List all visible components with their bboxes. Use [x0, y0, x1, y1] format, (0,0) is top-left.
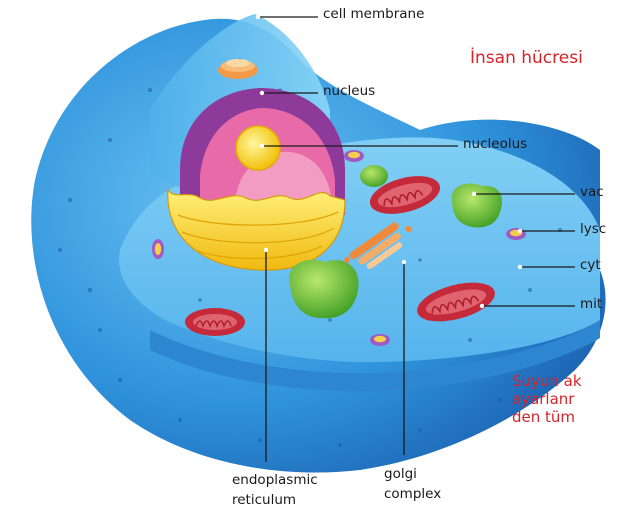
label-golgi-complex: golgi complex — [384, 464, 441, 504]
label-lysosome: lysc — [580, 223, 606, 237]
label-endoplasmic-reticulum: endoplasmic reticulum — [232, 470, 318, 510]
lysosome-1 — [344, 150, 364, 162]
side-text-line-2: ayarlanr — [512, 390, 582, 408]
label-nucleolus: nucleolus — [463, 138, 527, 152]
page-title: İnsan hücresi — [470, 50, 583, 67]
label-vacuole: vac — [580, 186, 604, 200]
mitochondrion-3 — [185, 308, 245, 336]
lysosome-4 — [152, 239, 164, 259]
vacuole-right — [452, 184, 502, 228]
side-text-line-1: Suyun ak — [512, 372, 582, 390]
vacuole-small — [360, 165, 388, 187]
label-er-line-1: endoplasmic — [232, 470, 318, 490]
side-text: Suyun ak ayarlanr den tüm — [512, 372, 582, 426]
label-nucleus: nucleus — [323, 85, 375, 99]
label-golgi-line-1: golgi — [384, 464, 441, 484]
label-er-line-2: reticulum — [232, 490, 318, 510]
nucleolus — [236, 126, 280, 170]
side-text-line-3: den tüm — [512, 408, 582, 426]
label-cell-membrane: cell membrane — [323, 8, 424, 22]
label-cytoplasm: cyt — [580, 259, 601, 273]
label-golgi-line-2: complex — [384, 484, 441, 504]
lysosome-2 — [506, 228, 526, 240]
label-mitochondria: mit — [580, 298, 602, 312]
lysosome-3 — [370, 334, 390, 346]
